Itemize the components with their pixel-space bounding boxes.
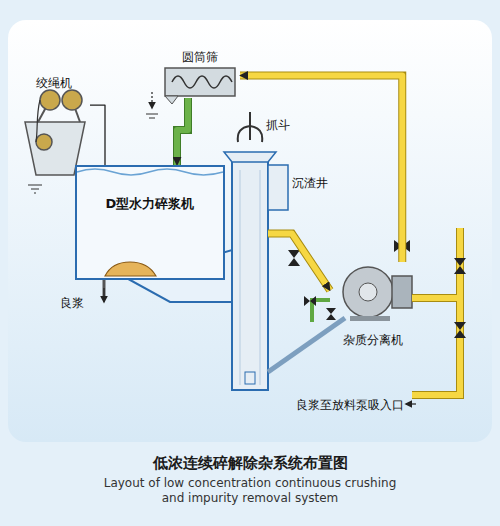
valve — [326, 308, 336, 320]
impurity-separator — [350, 316, 390, 321]
arrow-head — [240, 75, 402, 76]
pipe-connector — [240, 76, 402, 263]
pipe-body — [90, 105, 105, 165]
pipe-connector — [268, 234, 330, 291]
pipe-label: 良浆至放料泵吸入口 — [296, 398, 404, 412]
pipe-body — [240, 76, 402, 263]
sediment-well — [268, 165, 288, 210]
arrow-head — [177, 130, 178, 165]
rope-machine — [36, 134, 52, 150]
pulper-tank — [75, 165, 225, 280]
grab-bucket — [249, 126, 251, 140]
grab-bucket — [238, 112, 263, 142]
good-stock-pipe — [412, 228, 460, 395]
valve — [454, 258, 466, 274]
grab-bucket — [250, 126, 262, 142]
node-label: 绞绳机 — [36, 76, 72, 90]
valve — [304, 296, 316, 306]
outlet-label: 良浆 — [60, 296, 84, 310]
sediment-well — [260, 170, 261, 385]
impurity-separator — [343, 267, 412, 321]
impurity-separator — [343, 267, 393, 317]
drum-screen — [165, 96, 178, 104]
drum-screen — [146, 114, 158, 118]
grab-bucket — [238, 126, 250, 142]
good-stock-pipe — [406, 228, 460, 404]
rope-machine — [62, 90, 82, 110]
pulper-tank — [103, 288, 104, 302]
sediment-well — [232, 160, 268, 390]
sediment-well — [240, 170, 241, 385]
title: 低浓连续碎解除杂系统布置图 — [0, 454, 500, 473]
sediment-well — [224, 152, 276, 162]
sediment-well-node: 沉渣井 — [232, 160, 268, 390]
sediment-well — [224, 152, 288, 390]
good-stock-pipe — [406, 403, 416, 404]
pipe-body — [177, 98, 188, 165]
separator-node: 杂质分离机 — [330, 262, 415, 348]
rope-machine — [40, 90, 60, 110]
sediment-well — [245, 372, 255, 384]
node-label: 圆筒筛 — [182, 50, 218, 64]
valve — [288, 250, 300, 266]
drum-screen — [172, 76, 232, 88]
good-stock-pipe — [412, 228, 460, 395]
node-label: 沉渣井 — [292, 176, 328, 190]
impurity-separator — [359, 283, 377, 301]
node-label: 杂质分离机 — [343, 333, 403, 347]
rope-machine-node: 绞绳机 — [18, 74, 90, 178]
rope-machine — [36, 100, 40, 142]
panel — [8, 20, 492, 442]
grab-bucket — [249, 112, 251, 126]
part-label: 抓斗 — [266, 118, 290, 132]
valve — [288, 240, 466, 338]
drum-screen — [151, 92, 152, 108]
drum-screen-node: 圆筒筛 — [160, 48, 240, 98]
valve — [454, 322, 466, 338]
arrow-head — [292, 234, 330, 291]
pipe-body — [268, 234, 330, 291]
pipe-connector — [177, 98, 188, 165]
return-pipe — [268, 318, 345, 372]
pipe-outline — [240, 76, 402, 263]
pulper-tank — [75, 165, 232, 302]
node-label: D型水力碎浆机 — [106, 197, 195, 211]
drum-screen — [165, 68, 235, 96]
impurity-separator — [392, 276, 412, 308]
rope-connector — [90, 105, 105, 165]
pulper-tank — [105, 262, 156, 276]
pulper-tank — [77, 169, 223, 175]
rope-machine — [28, 185, 42, 193]
pipe-outline — [177, 98, 188, 165]
pipe-outline — [268, 234, 330, 291]
caption: Layout of low concentration continuous c… — [95, 476, 405, 506]
pulper-node: D型水力碎浆机 — [75, 165, 225, 280]
